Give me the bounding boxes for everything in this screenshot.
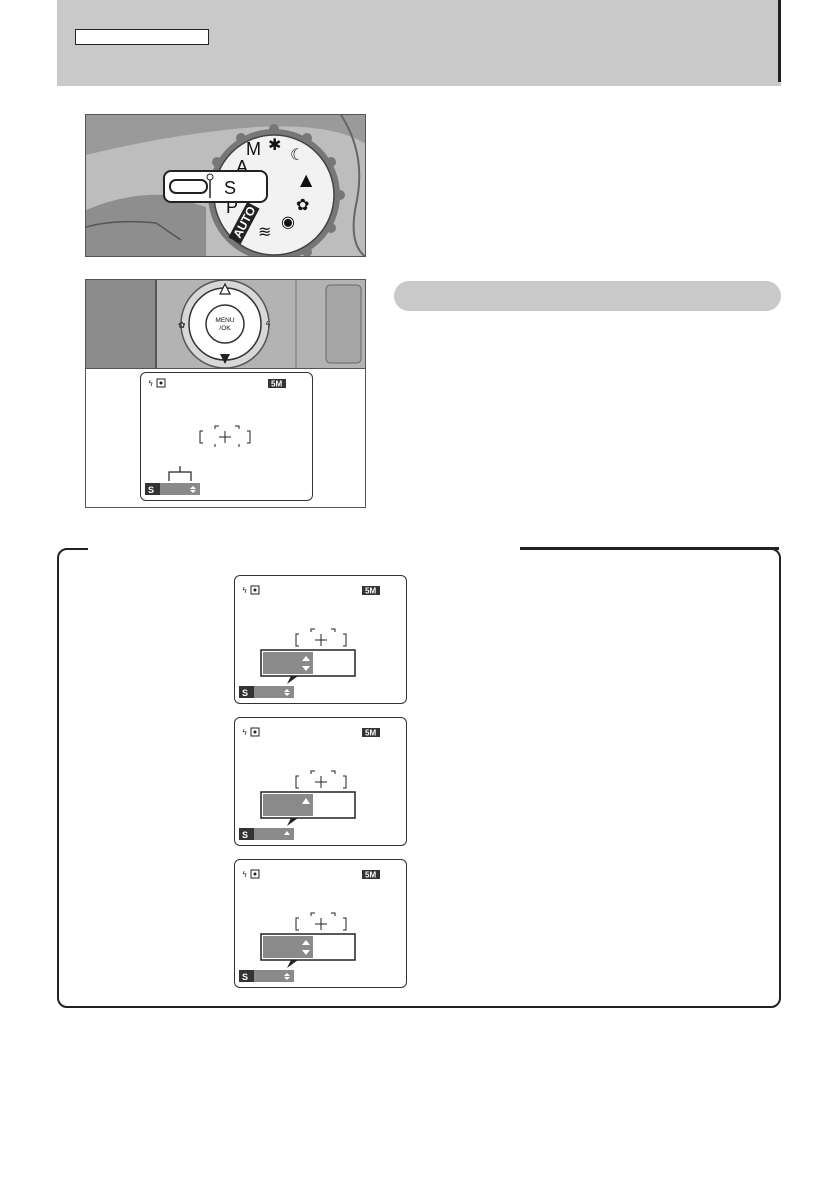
down-arrow-icon: [220, 354, 230, 364]
image-size-badge: 5M: [271, 380, 282, 389]
lcd-example-2: ϟ 5M S: [234, 717, 407, 846]
info-panel-tab: [88, 544, 520, 556]
flash-icon: ϟ: [242, 870, 247, 879]
sport-mode-icon: ✿: [296, 195, 309, 214]
metering-icon: [156, 378, 166, 388]
image-size-badge: 5M: [365, 587, 376, 596]
info-panel-tab-rule: [520, 547, 779, 550]
night-mode-icon: ☾: [290, 145, 304, 164]
mode-badge: S: [148, 485, 154, 495]
image-size-badge: 5M: [365, 871, 376, 880]
up-arrow-icon: [219, 282, 231, 295]
mode-badge: S: [242, 972, 248, 982]
menu-ok-label-line1: MENU: [215, 317, 234, 324]
scene-mode-icon: ◉: [281, 212, 295, 231]
control-pad-illustration: MENU /OK ✿ ϟ: [85, 279, 366, 508]
selected-mode-label: S: [224, 178, 236, 198]
flash-icon: ϟ: [148, 379, 153, 388]
focus-frame-icon: [295, 628, 347, 647]
mode-badge: S: [242, 830, 248, 840]
focus-frame-icon: [199, 425, 251, 447]
step-heading-bar: [394, 281, 781, 311]
flash-icon: ϟ: [242, 728, 247, 737]
popup-stepper: [263, 652, 313, 674]
popup-stepper: [263, 794, 313, 816]
lcd-screen-main: ϟ 5M S: [140, 372, 313, 501]
image-size-badge: 5M: [365, 729, 376, 738]
mode-badge: S: [242, 688, 248, 698]
portrait-mode-icon: ✱: [268, 135, 281, 154]
dial-mode-m: M: [246, 139, 261, 159]
setting-stepper: [160, 483, 200, 495]
menu-ok-label-line2: /OK: [219, 325, 231, 332]
focus-frame-icon: [295, 912, 347, 931]
lcd-example-1: ϟ 5M S: [234, 575, 407, 704]
control-pad-photo: MENU /OK ✿ ϟ: [86, 280, 365, 369]
page-edge-rule: [778, 0, 781, 82]
info-panel: [57, 548, 781, 1008]
mode-dial-illustration: A M P ✱ ☾ ▲ ✿ ◉ ≋ AUTO S: [85, 114, 366, 257]
flash-icon: ϟ: [242, 586, 247, 595]
popup-stepper: [263, 936, 313, 958]
landscape-mode-icon: ▲: [300, 170, 313, 189]
section-title-box: [75, 29, 209, 45]
movie-mode-icon: ≋: [258, 222, 271, 241]
lcd-example-3: ϟ 5M S: [234, 859, 407, 988]
macro-icon: ✿: [178, 321, 186, 331]
focus-frame-icon: [295, 770, 347, 789]
flash-button-icon: ϟ: [265, 321, 271, 331]
